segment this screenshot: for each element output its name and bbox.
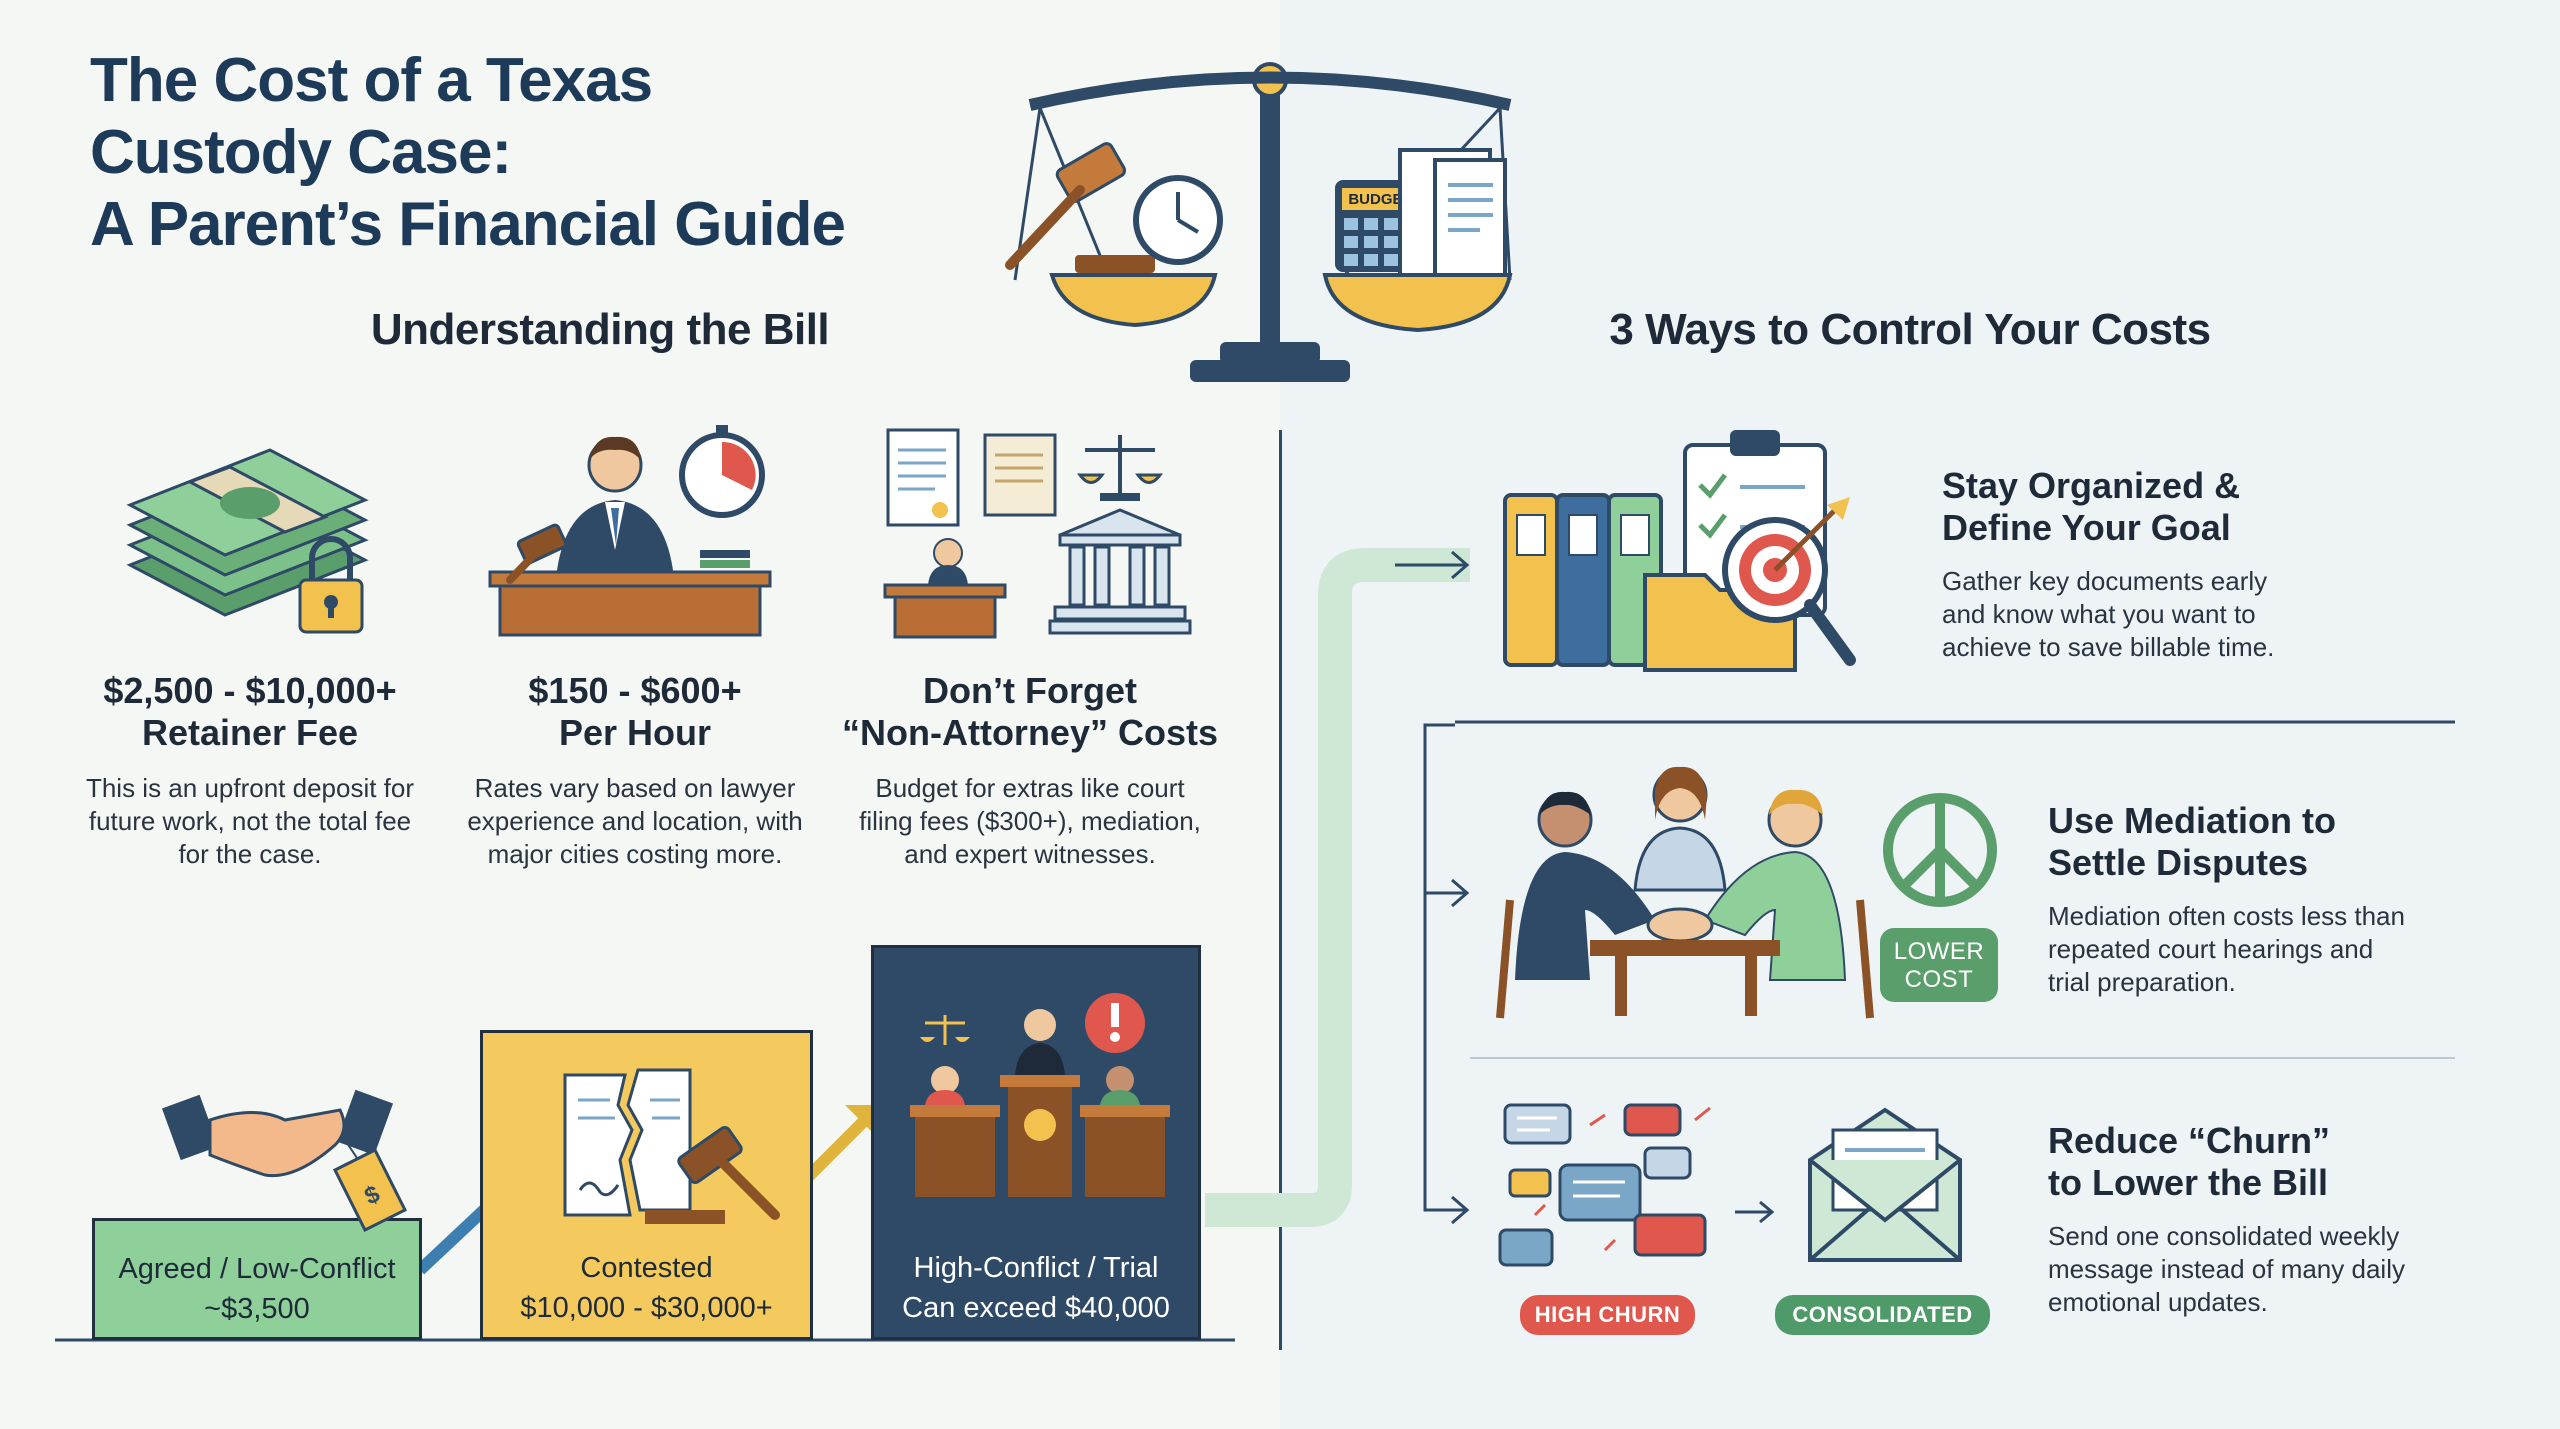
fee-retainer: $2,500 - $10,000+ Retainer Fee This is a… bbox=[60, 670, 440, 871]
fee-non-attorney-title-2: “Non-Attorney” Costs bbox=[842, 712, 1218, 753]
title-line-1: The Cost of a Texas bbox=[90, 46, 653, 115]
way-organized-desc-1: Gather key documents early bbox=[1942, 566, 2268, 596]
tier-high-conflict-name: High-Conflict / Trial bbox=[913, 1252, 1159, 1284]
tier-high-conflict-cost: Can exceed $40,000 bbox=[902, 1292, 1170, 1324]
fee-hourly-label: Per Hour bbox=[558, 712, 712, 753]
way-churn-title-2: to Lower the Bill bbox=[2048, 1162, 2329, 1203]
fee-non-attorney-desc-2: filing fees ($300+), mediation, bbox=[859, 806, 1201, 836]
fee-hourly-desc-1: Rates vary based on lawyer bbox=[474, 773, 796, 803]
organized-documents-icon bbox=[1503, 430, 1856, 672]
handshake-price-tag-icon: $ bbox=[161, 1089, 408, 1233]
fee-retainer-label: Retainer Fee bbox=[141, 712, 359, 753]
way-mediation-desc-2: repeated court hearings and bbox=[2048, 934, 2374, 964]
lower-cost-line-1: LOWER bbox=[1893, 938, 1985, 965]
vertical-divider bbox=[1279, 430, 1282, 1350]
way-mediation-desc-1: Mediation often costs less than bbox=[2048, 901, 2405, 931]
consolidated-badge: CONSOLIDATED bbox=[1775, 1295, 1990, 1335]
fee-hourly-desc-3: major cities costing more. bbox=[487, 839, 783, 869]
fee-retainer-desc-1: This is an upfront deposit for bbox=[85, 773, 415, 803]
way-churn-desc-1: Send one consolidated weekly bbox=[2048, 1221, 2400, 1251]
right-section-heading: 3 Ways to Control Your Costs bbox=[1609, 305, 2211, 354]
lawyer-hourly-icon bbox=[488, 425, 772, 637]
courtroom-icon bbox=[910, 993, 1170, 1197]
non-attorney-costs-icon bbox=[883, 428, 1192, 639]
tier-contested-name: Contested bbox=[580, 1252, 713, 1284]
fee-hourly-desc-2: experience and location, with bbox=[467, 806, 803, 836]
lower-cost-badge: LOWER COST bbox=[1880, 928, 1998, 1002]
way-organized: Stay Organized & Define Your Goal Gather… bbox=[1942, 465, 2502, 664]
fee-non-attorney: Don’t Forget “Non-Attorney” Costs Budget… bbox=[830, 670, 1230, 871]
envelope-icon bbox=[1808, 1107, 1962, 1262]
tier-agreed-box: Agreed / Low-Conflict ~$3,500 bbox=[92, 1218, 422, 1340]
way-organized-title-1: Stay Organized & bbox=[1942, 465, 2241, 506]
fee-retainer-desc-2: future work, not the total fee bbox=[88, 806, 412, 836]
mediation-meeting-icon bbox=[1496, 766, 1874, 1019]
title-line-3: A Parent’s Financial Guide bbox=[90, 190, 846, 259]
tier-contested-cost: $10,000 - $30,000+ bbox=[520, 1292, 773, 1324]
page-title: The Cost of a Texas Custody Case: A Pare… bbox=[90, 45, 990, 261]
way-organized-desc-2: and know what you want to bbox=[1942, 599, 2256, 629]
way-churn-desc-2: message instead of many daily bbox=[2048, 1254, 2405, 1284]
left-section-heading: Understanding the Bill bbox=[370, 305, 830, 354]
fee-non-attorney-desc-3: and expert witnesses. bbox=[904, 839, 1156, 869]
tier-agreed-cost: ~$3,500 bbox=[204, 1293, 310, 1325]
fee-non-attorney-title-1: Don’t Forget bbox=[923, 670, 1137, 711]
fee-hourly-amount: $150 - $600+ bbox=[528, 670, 742, 711]
torn-document-gavel-icon bbox=[563, 1068, 780, 1224]
lower-cost-line-2: COST bbox=[1904, 966, 1974, 993]
fee-hourly: $150 - $600+ Per Hour Rates vary based o… bbox=[445, 670, 825, 871]
way-churn: Reduce “Churn” to Lower the Bill Send on… bbox=[2048, 1120, 2508, 1319]
way-organized-desc-3: achieve to save billable time. bbox=[1942, 632, 2275, 662]
peace-sign-icon bbox=[1883, 793, 1997, 907]
fee-retainer-desc-3: for the case. bbox=[178, 839, 322, 869]
budget-label: BUDGET bbox=[1348, 191, 1411, 208]
way-churn-title-1: Reduce “Churn” bbox=[2048, 1120, 2331, 1161]
way-mediation-desc-3: trial preparation. bbox=[2048, 967, 2236, 997]
tier-agreed-name: Agreed / Low-Conflict bbox=[118, 1253, 396, 1285]
chat-bubbles-churn-icon bbox=[1498, 1103, 1711, 1267]
money-stack-icon bbox=[126, 448, 369, 634]
title-line-2: Custody Case: bbox=[90, 118, 512, 187]
fee-retainer-amount: $2,500 - $10,000+ bbox=[103, 670, 397, 711]
high-churn-badge: HIGH CHURN bbox=[1520, 1295, 1695, 1335]
way-mediation: Use Mediation to Settle Disputes Mediati… bbox=[2048, 800, 2508, 999]
way-churn-desc-3: emotional updates. bbox=[2048, 1287, 2268, 1317]
way-mediation-title-2: Settle Disputes bbox=[2048, 842, 2309, 883]
fee-non-attorney-desc-1: Budget for extras like court bbox=[875, 773, 1185, 803]
way-mediation-title-1: Use Mediation to bbox=[2048, 800, 2337, 841]
justice-scale-illustration: BUDGET bbox=[1005, 62, 1513, 382]
way-organized-title-2: Define Your Goal bbox=[1942, 507, 2231, 548]
